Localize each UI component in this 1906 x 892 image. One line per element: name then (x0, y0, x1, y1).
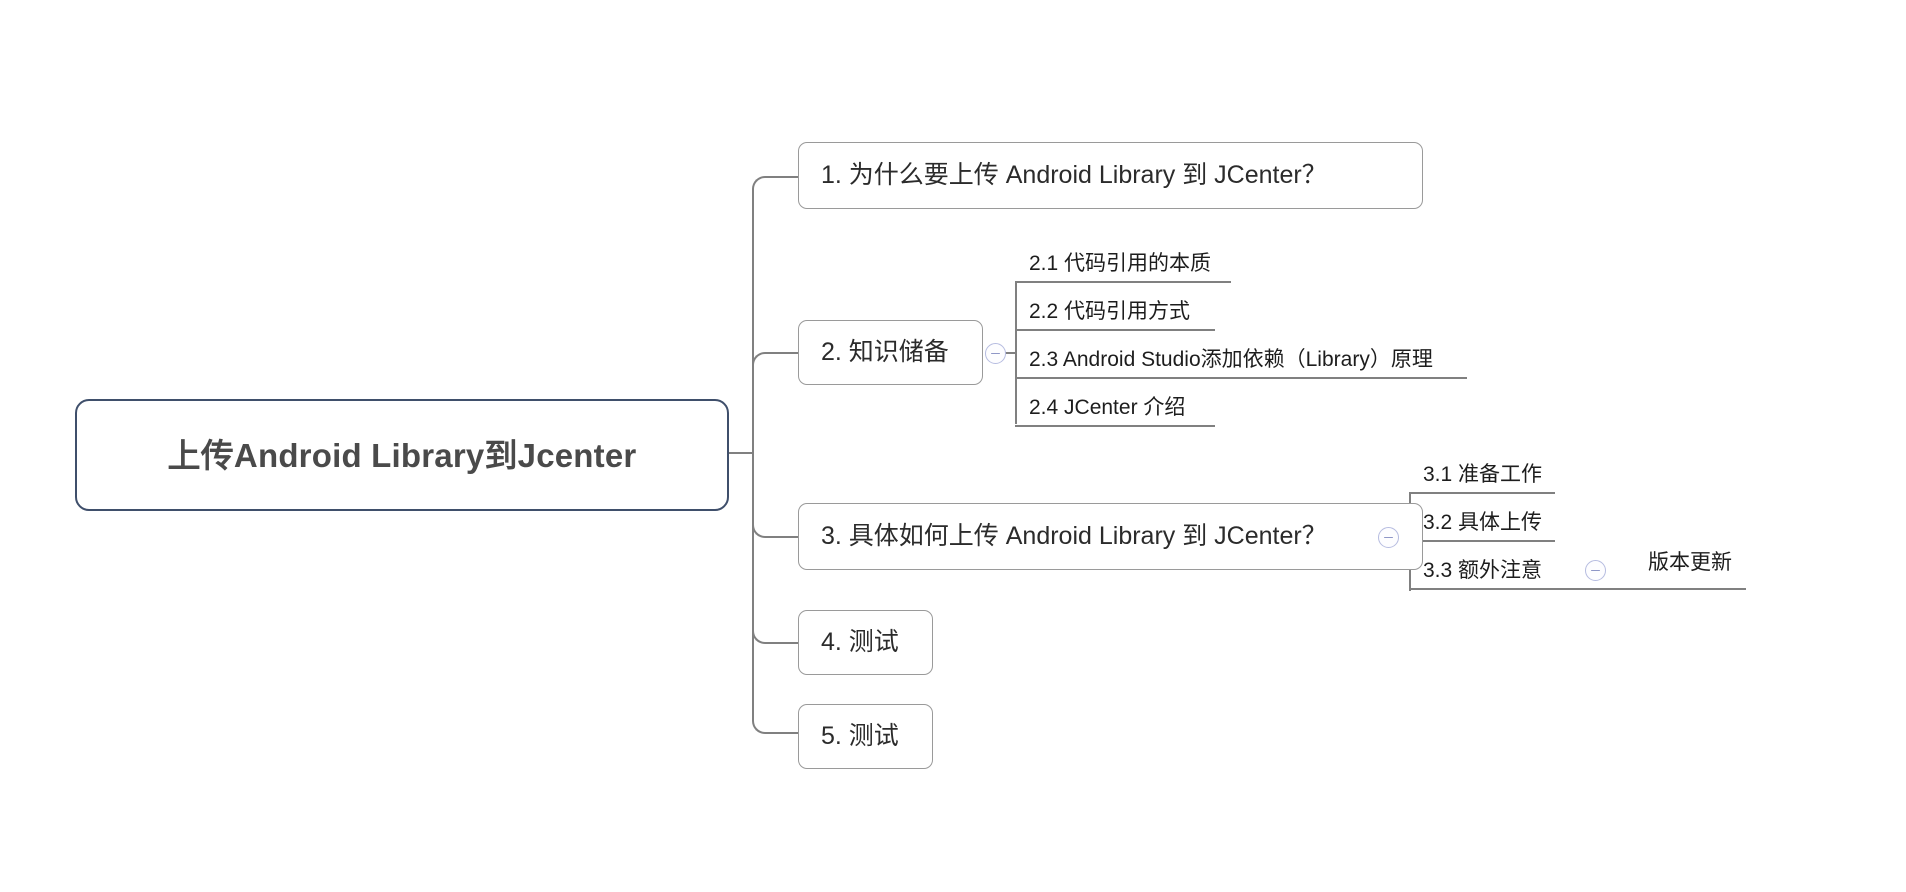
leaf-node-3-1[interactable]: 3.1 准备工作 (1409, 450, 1555, 494)
root-node-label: 上传Android Library到Jcenter (167, 436, 637, 474)
leaf-node-3-3-label: 3.3 额外注意 (1423, 559, 1543, 582)
branch-node-4-label: 4. 测试 (821, 628, 899, 656)
leaf-node-2-3-label: 2.3 Android Studio添加依赖（Library）原理 (1029, 348, 1433, 371)
branch-node-5-label: 5. 测试 (821, 722, 899, 750)
leaf-node-3-2-label: 3.2 具体上传 (1423, 511, 1543, 534)
leaf-underline (1409, 491, 1555, 494)
connector-branch-3-stub (778, 536, 800, 539)
branch-node-1-label: 1. 为什么要上传 Android Library 到 JCenter？ (821, 161, 1327, 189)
branch-node-2[interactable]: 2. 知识储备 (798, 320, 983, 385)
leaf-node-3-1-label: 3.1 准备工作 (1423, 463, 1543, 486)
leaf-node-2-4-label: 2.4 JCenter 介绍 (1029, 396, 1186, 419)
leaf-underline (1409, 539, 1555, 542)
leaf-node-3-2[interactable]: 3.2 具体上传 (1409, 498, 1555, 542)
minus-icon (1384, 536, 1393, 539)
leaf-node-3-3-1[interactable]: 版本更新 (1648, 552, 1732, 573)
leaf-node-2-3[interactable]: 2.3 Android Studio添加依赖（Library）原理 (1015, 334, 1467, 379)
connector-branch-4-stub (778, 642, 800, 645)
leaf-node-2-2[interactable]: 2.2 代码引用方式 (1015, 286, 1215, 331)
connector-branch-2-stub (778, 352, 800, 355)
leaf-node-3-3[interactable]: 3.3 额外注意 (1409, 546, 1555, 590)
connector-branch-1-stub (778, 176, 800, 179)
connector-root-to-branch-1 (752, 176, 792, 190)
branch-node-3-label: 3. 具体如何上传 Android Library 到 JCenter？ (821, 522, 1327, 550)
minus-icon (991, 352, 1000, 355)
leaf-underline (1015, 280, 1231, 283)
subtrunk-branch-2 (1015, 281, 1018, 424)
leaf-node-2-1-label: 2.1 代码引用的本质 (1029, 252, 1212, 275)
branch-node-5[interactable]: 5. 测试 (798, 704, 933, 769)
leaf-node-2-2-label: 2.2 代码引用方式 (1029, 300, 1191, 323)
branch-node-1[interactable]: 1. 为什么要上传 Android Library 到 JCenter？ (798, 142, 1423, 209)
minus-icon (1591, 569, 1600, 572)
leaf-underline (1015, 376, 1467, 379)
leaf-underline-3-3 (1409, 588, 1746, 591)
branch-node-2-label: 2. 知识储备 (821, 338, 949, 366)
collapse-toggle-node-3-3[interactable] (1585, 560, 1606, 581)
leaf-node-2-4[interactable]: 2.4 JCenter 介绍 (1015, 382, 1215, 427)
branch-node-3[interactable]: 3. 具体如何上传 Android Library 到 JCenter？ (798, 503, 1423, 570)
collapse-toggle-branch-2[interactable] (985, 343, 1006, 364)
connector-root-to-branch-2 (752, 352, 792, 366)
leaf-underline (1015, 328, 1215, 331)
connector-branch-2-to-subtrunk (1004, 352, 1015, 355)
collapse-toggle-branch-3[interactable] (1378, 527, 1399, 548)
connector-branch-5-stub (778, 732, 800, 735)
connector-root-to-branch-5 (752, 720, 792, 734)
branch-node-4[interactable]: 4. 测试 (798, 610, 933, 675)
connector-root-to-branch-3 (752, 524, 792, 538)
leaf-node-2-1[interactable]: 2.1 代码引用的本质 (1015, 238, 1231, 283)
root-node[interactable]: 上传Android Library到Jcenter (75, 399, 729, 511)
root-connector-stub (725, 452, 753, 455)
leaf-underline (1015, 424, 1215, 427)
connector-root-to-branch-4 (752, 630, 792, 644)
leaf-node-3-3-1-label: 版本更新 (1648, 551, 1732, 574)
main-trunk-line (752, 189, 755, 720)
